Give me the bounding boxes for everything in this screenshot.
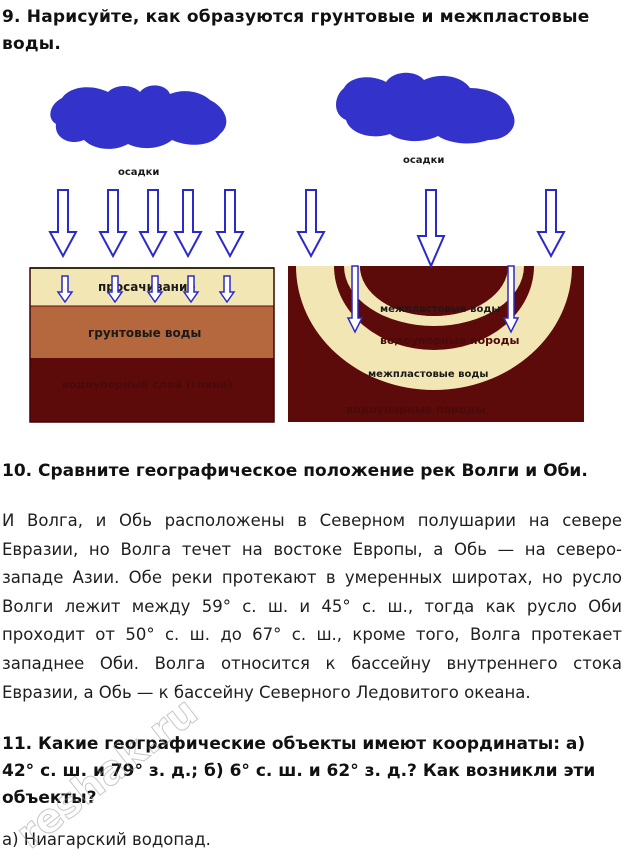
right-outer-sand bbox=[296, 266, 572, 390]
right-arrow-1 bbox=[296, 189, 326, 259]
question-11-title: 11. Какие географические объекты имеют к… bbox=[2, 734, 596, 808]
left-ground-label: грунтовые воды bbox=[88, 326, 201, 340]
right-inter-top-label: межпластовые воды bbox=[380, 304, 500, 315]
question-10-answer: И Волга, и Обь расположены в Северном по… bbox=[2, 511, 622, 702]
left-ground-layer bbox=[30, 306, 274, 358]
right-arrow-2 bbox=[416, 189, 446, 269]
question-10-title: 10. Сравните географическое положение ре… bbox=[2, 461, 588, 481]
right-mid-label: водоупорные породы bbox=[380, 334, 519, 347]
left-arrow-1 bbox=[48, 189, 78, 259]
right-precip-label: осадки bbox=[403, 155, 444, 166]
right-diagram: осадки межпластовые воды водоупорные пор… bbox=[288, 72, 584, 422]
seep-arrow-3 bbox=[146, 275, 164, 304]
left-precip-label: осадки bbox=[118, 167, 159, 178]
right-seep-arrow-1 bbox=[346, 265, 364, 334]
right-cloud bbox=[336, 72, 515, 144]
seep-arrow-2 bbox=[106, 275, 124, 304]
left-seep-label: просачивание bbox=[98, 280, 196, 294]
right-inter-bottom-label: межпластовые воды bbox=[368, 369, 488, 380]
left-aquitard-label: водоупорный слой (глина) bbox=[62, 378, 233, 391]
left-diagram: осадки просачивание грунтовые воды водоу… bbox=[29, 85, 275, 423]
right-inner-dark bbox=[360, 266, 508, 316]
left-cloud bbox=[50, 85, 227, 149]
seep-arrow-5 bbox=[218, 275, 236, 304]
left-aquitard-layer bbox=[30, 358, 274, 422]
question-11-answer: а) Ниагарский водопад. bbox=[2, 830, 211, 849]
left-arrow-3 bbox=[138, 189, 168, 259]
seep-arrow-4 bbox=[182, 275, 200, 304]
left-arrow-2 bbox=[98, 189, 128, 259]
right-inner-sand bbox=[344, 266, 524, 326]
left-arrow-5 bbox=[215, 189, 245, 259]
right-aquitard-label: водоупорные породы bbox=[346, 403, 485, 416]
left-arrow-4 bbox=[173, 189, 203, 259]
seep-arrow-1 bbox=[56, 275, 74, 304]
question-9-title: 9. Нарисуйте, как образуются грунтовые и… bbox=[2, 7, 590, 54]
right-arrow-3 bbox=[536, 189, 566, 259]
right-seep-arrow-2 bbox=[502, 265, 520, 334]
